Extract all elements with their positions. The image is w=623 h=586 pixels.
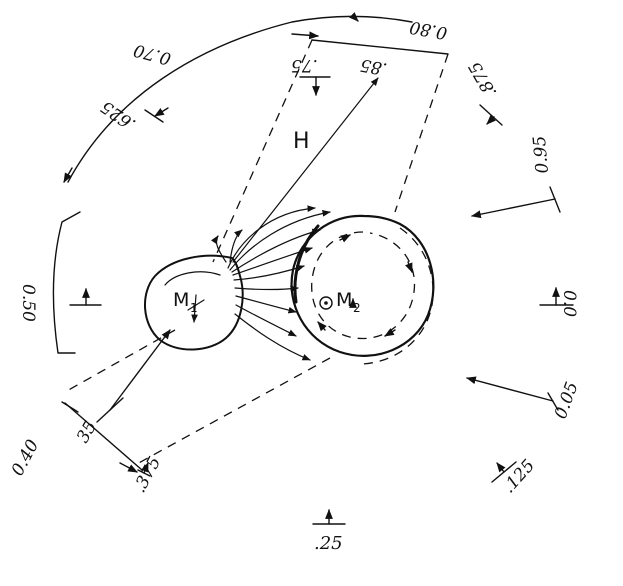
secondary-flow-arrow-2 — [405, 261, 413, 273]
marker-0875-arrow — [486, 114, 497, 125]
sightline-right-lower — [134, 357, 331, 466]
arc-050 — [52, 211, 81, 354]
phase-label-0125: .125 — [499, 456, 539, 498]
stream-line-3 — [231, 228, 321, 273]
arc-top-arrow — [348, 11, 359, 22]
stream-line-11 — [229, 229, 243, 263]
marker-095-arrow — [471, 198, 556, 219]
secondary-star-subscript: 2 — [353, 301, 361, 315]
sightline-left-upper — [212, 39, 313, 263]
phase-label-000: 0.0 — [559, 290, 579, 317]
phase-label-075: .75 — [291, 55, 318, 75]
primary-axis-tick — [187, 299, 205, 311]
primary-star-outline — [143, 254, 244, 351]
sightline-left-lower — [64, 329, 176, 393]
stream-line-7 — [235, 295, 297, 314]
primary-inner-arc — [164, 271, 221, 286]
phase-label-095: 0.95 — [530, 135, 553, 174]
gas-stream — [211, 205, 331, 361]
phase-label-050: 0.50 — [18, 284, 38, 322]
phase-label-080: 0.80 — [408, 16, 449, 42]
phase-label-040: 0.40 — [8, 436, 44, 479]
secondary-flow-arrow-1 — [339, 234, 351, 243]
stream-label-h: H — [293, 129, 310, 154]
phase-label-0375: .375 — [130, 454, 165, 497]
secondary-flow-arrow-3 — [384, 328, 396, 337]
stream-line-10 — [211, 235, 227, 263]
stream-line-2 — [229, 210, 331, 271]
bracket-top-arrow — [291, 31, 319, 40]
stream-line-9 — [234, 313, 311, 361]
phase-window-brackets — [61, 31, 449, 473]
marker-0625-arrow — [154, 107, 169, 117]
secondary-outer-dashed-arc — [361, 227, 434, 365]
stream-line-6 — [234, 285, 299, 293]
marker-0375-arrow — [141, 462, 149, 474]
marker-0625-bar — [144, 109, 164, 123]
stream-line-1 — [227, 205, 316, 269]
arc-left-arrow — [63, 167, 73, 183]
arc-070 — [67, 15, 413, 183]
stream-line-4 — [232, 247, 313, 276]
secondary-star — [290, 214, 435, 365]
primary-star — [143, 254, 244, 351]
phase-label-0875: .875 — [465, 58, 501, 101]
secondary-flow-arrow-4 — [317, 321, 327, 332]
marker-0875-bar — [479, 104, 503, 126]
bracket-bottom-arrow — [119, 462, 138, 473]
phase-label-0625: .625 — [97, 96, 139, 134]
stream-line-8 — [235, 304, 297, 337]
secondary-center-ring — [319, 296, 333, 310]
stream-line-5 — [233, 265, 305, 281]
h-line-group — [232, 77, 379, 263]
phase-label-025: .25 — [314, 533, 343, 554]
phase-label-085: .85 — [359, 54, 389, 78]
primary-axis-arrow — [191, 294, 198, 323]
sightline-right-upper — [394, 53, 449, 213]
primary-star-subscript: 1 — [190, 301, 198, 315]
phase-arcs — [52, 11, 413, 354]
secondary-star-outline — [290, 214, 435, 357]
phase-label-005: 0.05 — [551, 379, 583, 421]
marker-0125-arrow — [496, 462, 506, 473]
h-line — [232, 77, 379, 263]
marker-035-arrow — [109, 329, 171, 411]
phase-label-070: 0.70 — [131, 39, 173, 68]
bracket-bottom-left-tick — [61, 401, 79, 413]
secondary-inner-dashed-circle — [311, 231, 416, 340]
secondary-center-dot — [324, 301, 328, 305]
primary-star-label: M — [173, 289, 189, 311]
dashed-sightlines — [64, 39, 449, 466]
marker-005-arrow — [466, 376, 554, 402]
phase-markers — [69, 76, 574, 525]
bracket-bottom — [64, 402, 143, 471]
bracket-top — [311, 39, 449, 55]
secondary-star-label: M — [336, 289, 352, 311]
